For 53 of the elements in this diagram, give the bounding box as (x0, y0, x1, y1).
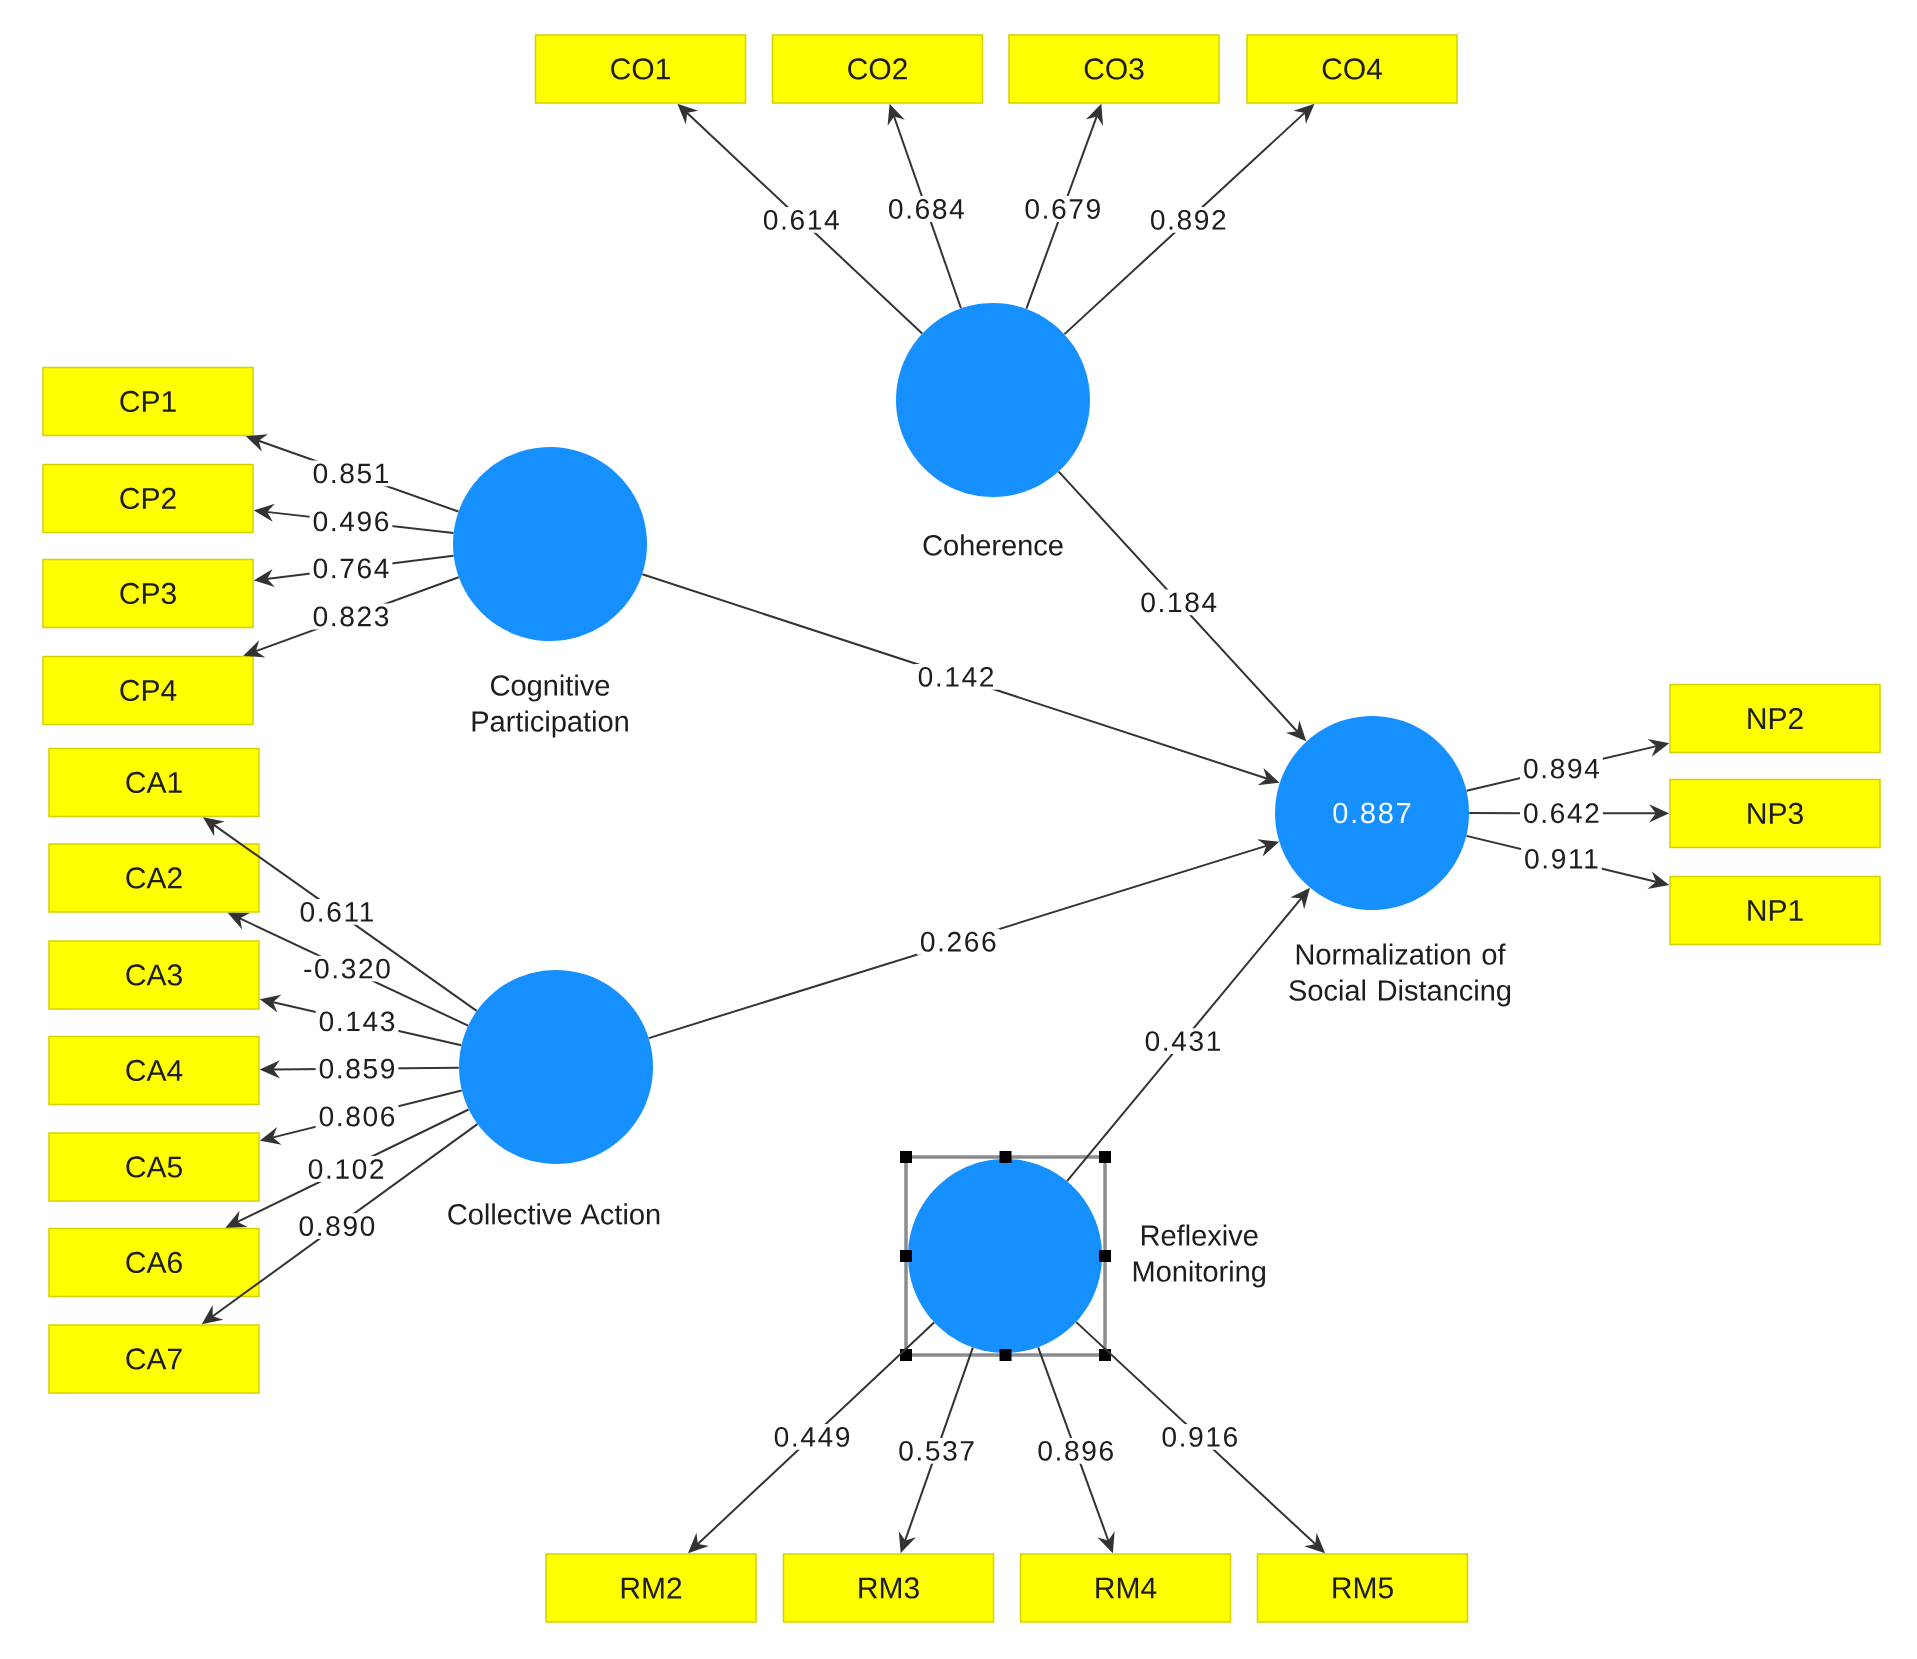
indicator-box: CA3 (48, 940, 260, 1010)
edge-label: 0.102 (304, 1156, 388, 1182)
construct-label: Collective Action (448, 1203, 660, 1225)
edge-label: 0.184 (1137, 589, 1221, 616)
indicator-box: CA7 (48, 1324, 260, 1394)
indicator-box: CA4 (48, 1035, 260, 1106)
indicator-box: CP1 (42, 366, 254, 437)
edge-label: 0.449 (770, 1424, 854, 1450)
edge-label: 0.894 (1520, 755, 1603, 782)
edge-label: 0.890 (295, 1213, 379, 1240)
edge-label: 0.679 (1021, 196, 1105, 222)
edge-label: 0.806 (315, 1103, 399, 1130)
edge-label: 0.896 (1034, 1437, 1118, 1464)
indicator-box: CO2 (771, 34, 984, 104)
edge-label: 0.642 (1520, 800, 1603, 827)
indicator-box: CO1 (534, 34, 747, 104)
edge-label: 0.916 (1158, 1424, 1242, 1450)
construct-label: Cognitive Participation (472, 674, 628, 738)
construct-label: Normalization of Social Distancing (1289, 943, 1511, 1007)
indicator-box: CP3 (42, 558, 254, 629)
indicator-box: NP2 (1669, 683, 1881, 754)
construct-label: Reflexive Monitoring (1133, 1224, 1265, 1288)
edge-label: 0.611 (296, 899, 378, 925)
indicator-box: CP2 (42, 463, 254, 534)
edge-label: 0.143 (315, 1008, 399, 1035)
indicator-box: CA1 (48, 747, 260, 818)
indicator-box: CO3 (1008, 34, 1220, 104)
edge-label: -0.320 (300, 955, 394, 982)
indicator-box: RM5 (1256, 1553, 1469, 1623)
edge-label: 0.266 (916, 928, 1000, 955)
edge-label: 0.911 (1521, 845, 1602, 872)
indicator-box: CA2 (48, 843, 260, 913)
edge-label: 0.431 (1141, 1028, 1225, 1055)
edge-label: 0.614 (759, 207, 843, 233)
edge-label: 0.859 (315, 1055, 399, 1082)
edge-label: 0.142 (914, 663, 998, 690)
construct-label: Coherence (923, 534, 1063, 556)
indicator-box: CA6 (48, 1227, 260, 1298)
indicator-box: RM2 (545, 1553, 757, 1623)
edge-label: 0.537 (895, 1437, 978, 1464)
indicator-box: NP1 (1669, 875, 1881, 946)
indicator-box: CA5 (48, 1132, 260, 1202)
indicator-box: NP3 (1669, 778, 1881, 849)
indicator-box: CP4 (42, 655, 254, 726)
indicator-box: RM3 (782, 1553, 995, 1623)
edge-label: 0.764 (309, 555, 393, 582)
edge-label: 0.823 (309, 603, 393, 630)
indicator-box: RM4 (1019, 1553, 1232, 1623)
edge-label: 0.892 (1146, 207, 1230, 233)
edge-label: 0.496 (309, 508, 393, 535)
edge-label: 0.851 (309, 460, 393, 487)
indicator-box: CO4 (1246, 34, 1458, 104)
edge-label: 0.684 (885, 196, 968, 222)
